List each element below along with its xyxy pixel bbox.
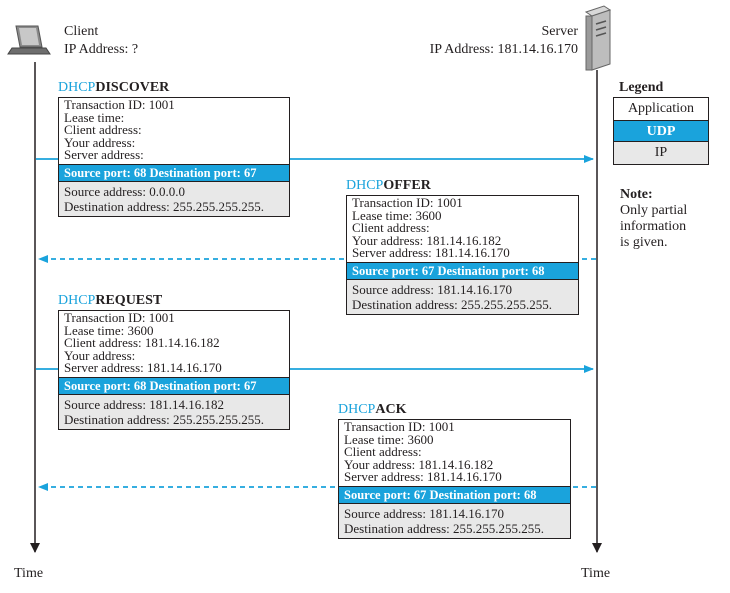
legend-udp: UDP <box>614 120 708 142</box>
ack-title: DHCPACK <box>338 402 407 417</box>
note-line: information <box>620 219 687 234</box>
legend-title: Legend <box>619 80 664 95</box>
client-label: Client <box>64 24 99 39</box>
client-ip: IP Address: ? <box>64 42 139 57</box>
udp-layer: Source port: 68 Destination port: 67 <box>59 376 289 395</box>
udp-layer: Source port: 68 Destination port: 67 <box>59 163 289 182</box>
legend-application: Application <box>627 101 695 116</box>
udp-layer: Source port: 67 Destination port: 68 <box>339 485 570 504</box>
note-title: Note: <box>620 187 653 202</box>
note-line: is given. <box>620 235 668 250</box>
discover-title: DHCPDISCOVER <box>58 80 170 95</box>
server-time-label: Time <box>581 566 611 581</box>
server-label: Server <box>541 24 578 39</box>
legend-ip: IP <box>614 142 708 164</box>
laptop-icon <box>7 25 51 55</box>
server-icon <box>584 5 612 71</box>
udp-layer: Source port: 67 Destination port: 68 <box>347 261 578 280</box>
legend: Application UDP IP <box>613 97 709 165</box>
client-time-label: Time <box>14 566 44 581</box>
note-line: Only partial <box>620 203 688 218</box>
server-ip: IP Address: 181.14.16.170 <box>429 42 578 57</box>
request-title: DHCPREQUEST <box>58 293 163 308</box>
offer-title: DHCPOFFER <box>346 178 431 193</box>
note: Note: Only partial information is given. <box>620 187 687 251</box>
